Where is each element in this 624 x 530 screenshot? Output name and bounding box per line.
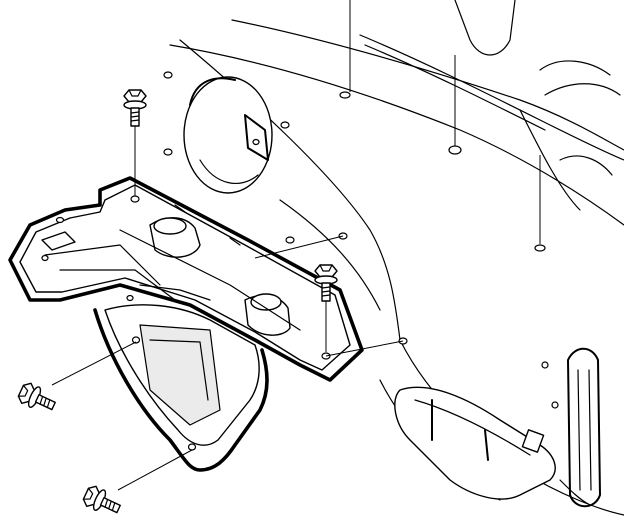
hex-flange-bolt-icon	[82, 485, 121, 514]
splash-shield	[394, 386, 591, 506]
inner-bracket	[93, 304, 269, 472]
leader-lines	[51, 125, 404, 491]
hex-flange-bolt-icon	[123, 89, 147, 127]
hex-flange-bolt-icon	[314, 264, 338, 302]
hex-flange-bolt-icon	[17, 382, 56, 411]
crossmember-bracket	[8, 176, 408, 382]
round-cover-plate	[183, 76, 273, 194]
